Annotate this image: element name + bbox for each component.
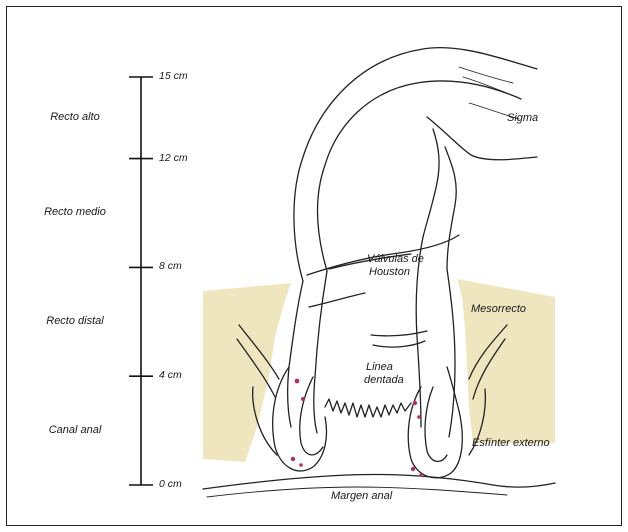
scale-region-label: Recto distal — [25, 315, 125, 328]
scale-tick-label: 4 cm — [159, 369, 182, 382]
anal-margin-line — [203, 474, 555, 489]
dentate-line — [325, 399, 411, 417]
mesorectum-left — [203, 283, 291, 462]
scale-region-label: Canal anal — [25, 424, 125, 437]
valvulas-label-line1: Válvulas de — [367, 253, 424, 266]
muscle-accents — [291, 379, 423, 477]
esfinter-label: Esfínter externo — [472, 437, 550, 450]
linea-label-line1: Linea — [366, 361, 393, 374]
sigmoid-outer — [294, 48, 537, 281]
scale-tick-label: 0 cm — [159, 478, 182, 491]
scale-tick-label: 12 cm — [159, 152, 188, 165]
margen-label: Margen anal — [331, 490, 392, 503]
scale-region-label: Recto medio — [25, 206, 125, 219]
scale-tick-label: 8 cm — [159, 260, 182, 273]
mesorrecto-label: Mesorrecto — [471, 303, 526, 316]
scale-region-label: Recto alto — [25, 111, 125, 124]
linea-label-line2: dentada — [364, 374, 404, 387]
valvulas-label-line2: Houston — [369, 266, 410, 279]
rectum-left-wall — [288, 281, 303, 427]
sigma-label: Sigma — [507, 112, 538, 125]
scale-tick-label: 15 cm — [159, 70, 188, 83]
